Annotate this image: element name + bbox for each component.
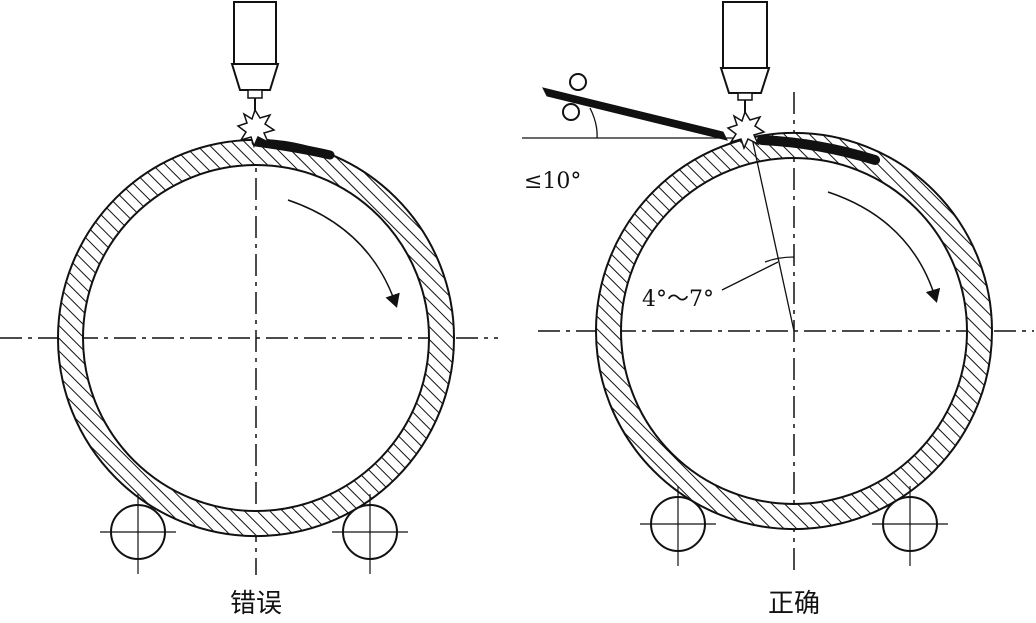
left-rotation-arrow: [287, 199, 400, 308]
right-weld-bead: [757, 135, 880, 165]
right-wire-angle-arc: [589, 107, 598, 139]
left-roller-right: [332, 494, 408, 574]
right-offset-line: [751, 137, 795, 332]
right-filler-wire: [542, 87, 728, 141]
left-pipe-wall: [56, 139, 456, 537]
left-panel-wrong: 错误: [0, 1, 498, 619]
right-torch-offset-label: 4°～7°: [642, 287, 714, 312]
right-caption: 正确: [768, 589, 820, 619]
right-offset-angle-arc: [764, 256, 795, 263]
right-roller-right: [872, 486, 948, 566]
left-caption: 错误: [230, 589, 282, 619]
right-arc-spark-icon: [726, 110, 766, 151]
right-panel-correct: ≤10° 4°～7° 正确: [522, 1, 1034, 619]
right-feed-roller-lower-icon: [562, 103, 580, 121]
left-roller-left: [100, 494, 176, 574]
right-welding-torch: [719, 1, 771, 116]
right-offset-leader: [721, 261, 779, 291]
right-rotation-arrow: [827, 191, 941, 303]
right-feed-roller-upper-icon: [569, 73, 587, 91]
left-weld-bead: [251, 137, 335, 160]
right-roller-left: [640, 486, 716, 566]
left-welding-torch: [230, 1, 280, 114]
right-wire-angle-label: ≤10°: [524, 169, 581, 194]
left-arc-spark-icon: [236, 108, 276, 149]
